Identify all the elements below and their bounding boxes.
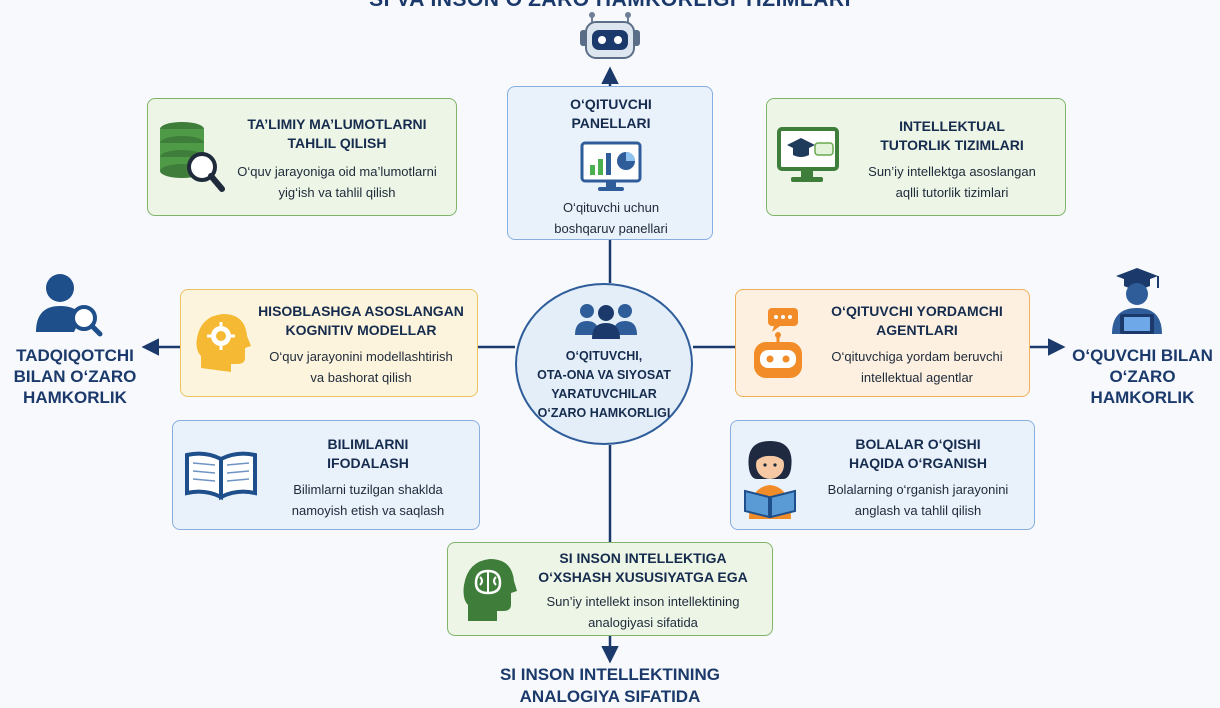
card-description: O‘quv jarayoniga oid ma’lumotlarni yig‘i… [237, 164, 437, 200]
card-description: O‘qituvchiga yordam beruvchi intellektua… [831, 349, 1003, 385]
card-title: HISOBLASHGA ASOSLANGAN KOGNITIV MODELLAR [258, 303, 464, 338]
dashboard-monitor-icon [580, 141, 642, 198]
database-search-icon [156, 119, 228, 202]
card-title: SI INSON INTELLEKTIGA O‘XSHASH XUSUSIYAT… [538, 550, 748, 585]
page-title: SI VA INSON O'ZARO HAMKORLIGI TIZIMLARI [0, 0, 1220, 12]
student-laptop-icon [1106, 264, 1168, 341]
tutor-monitor-icon [777, 125, 841, 190]
right-label-student: O‘QUVCHI BILAN O‘ZARO HAMKORLIK [1072, 346, 1213, 407]
child-reading-icon [739, 435, 801, 524]
card-title: BILIMLARNI IFODALASH [327, 436, 409, 471]
brain-head-icon [460, 555, 518, 630]
people-group-icon [573, 301, 639, 346]
card-children-learning: BOLALAR O‘QISHI HAQIDA O‘RGANISH Bolalar… [730, 420, 1035, 530]
card-title: O‘QITUVCHI YORDAMCHI AGENTLARI [831, 303, 1003, 338]
center-collaboration-circle: O‘QITUVCHI, OTA-ONA VA SIYOSAT YARATUVCH… [515, 283, 693, 445]
card-title: BOLALAR O‘QISHI HAQIDA O‘RGANISH [849, 436, 987, 471]
card-description: Bolalarning o‘rganish jarayonini anglash… [827, 482, 1009, 518]
card-title: TA’LIMIY MA’LUMOTLARNI TAHLIL QILISH [247, 116, 427, 151]
card-knowledge-representation: BILIMLARNI IFODALASH Bilimlarni tuzilgan… [172, 420, 480, 530]
card-cognitive-models: HISOBLASHGA ASOSLANGAN KOGNITIV MODELLAR… [180, 289, 478, 397]
card-assistant-agents: O‘QITUVCHI YORDAMCHI AGENTLARI O‘qituvch… [735, 289, 1030, 397]
card-description: O‘qituvchi uchun boshqaruv panellari [554, 200, 668, 236]
robot-icon [572, 12, 648, 64]
card-human-like-intelligence: SI INSON INTELLEKTIGA O‘XSHASH XUSUSIYAT… [447, 542, 773, 636]
card-title: INTELLEKTUAL TUTORLIK TIZIMLARI [880, 118, 1024, 153]
bottom-label-analogy: SI INSON INTELLEKTINING ANALOGIYA SIFATI… [499, 665, 721, 706]
card-description: O‘quv jarayonini modellashtirish va bash… [269, 349, 453, 385]
open-book-icon [183, 451, 259, 506]
card-teacher-panels: O‘QITUVCHI PANELLARI O‘qituvchi uchun bo… [507, 86, 713, 240]
card-title: O‘QITUVCHI PANELLARI [570, 96, 652, 131]
head-gear-icon [193, 310, 253, 381]
left-label-researcher: TADQIQOTCHI BILAN O‘ZARO HAMKORLIK [13, 346, 137, 407]
robot-chat-icon [746, 306, 810, 387]
card-tutoring: INTELLEKTUAL TUTORLIK TIZIMLARI Sun’iy i… [766, 98, 1066, 216]
card-description: Sun’iy intellektga asoslangan aqlli tuto… [868, 164, 1036, 200]
card-description: Bilimlarni tuzilgan shaklda namoyish eti… [291, 482, 445, 518]
card-data-analysis: TA’LIMIY MA’LUMOTLARNI TAHLIL QILISH O‘q… [147, 98, 457, 216]
researcher-icon [34, 272, 104, 343]
center-label: O‘QITUVCHI, OTA-ONA VA SIYOSAT YARATUVCH… [537, 349, 671, 420]
card-description: Sun’iy intellekt inson intellektining an… [546, 594, 740, 630]
